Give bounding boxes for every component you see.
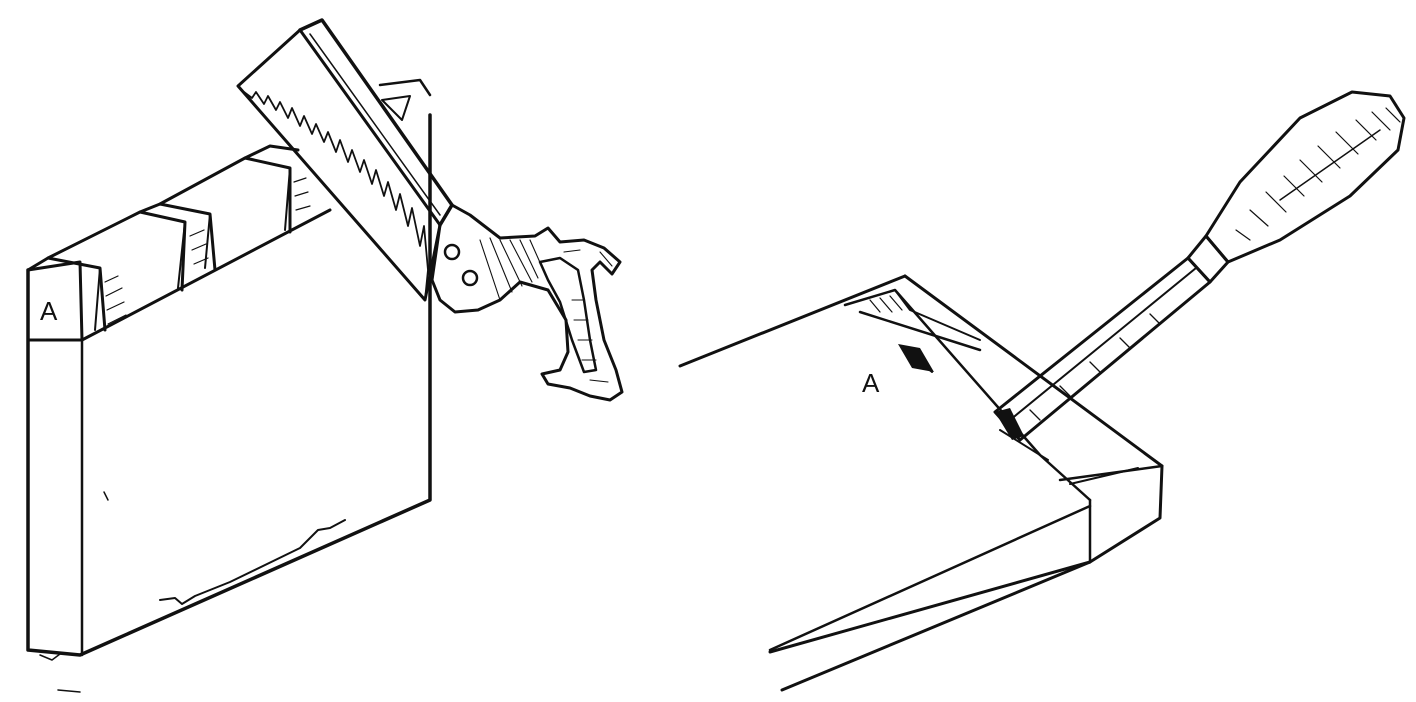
left-figure: A: [26, 18, 624, 693]
chisel-icon: [993, 90, 1406, 442]
right-figure: A: [678, 90, 1406, 692]
tenon-saw-icon: [236, 18, 624, 402]
figure-label-a-left: A: [40, 296, 58, 326]
figure-label-a-right: A: [862, 368, 880, 398]
socket-board: [678, 274, 1164, 692]
dovetail-board: [26, 113, 432, 693]
